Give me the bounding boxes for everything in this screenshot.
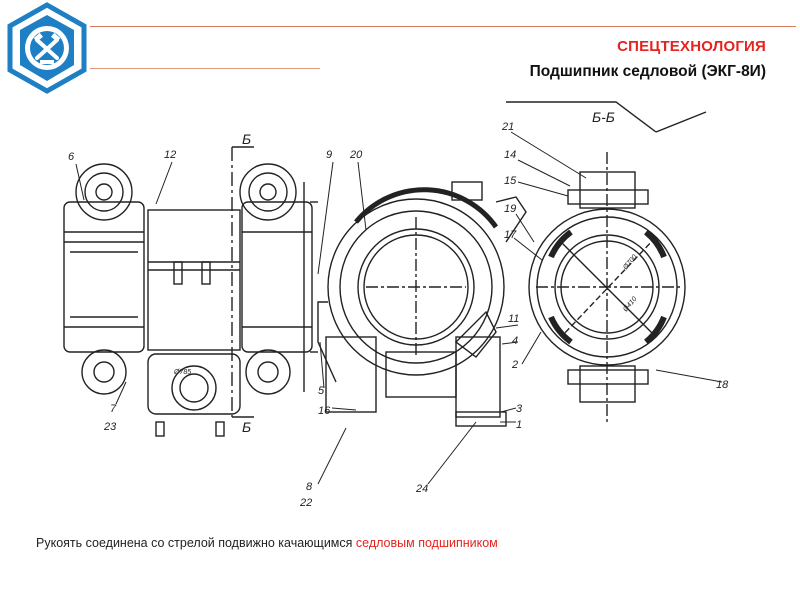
callout-16: 16 <box>318 405 331 417</box>
caption-text: Рукоять соединена со стрелой подвижно ка… <box>36 536 356 550</box>
callout-12: 12 <box>164 149 176 161</box>
callout-6: 6 <box>68 151 75 163</box>
callout-24: 24 <box>415 483 428 495</box>
technical-drawing: 6 12 9 20 21 14 15 19 17 11 4 2 5 16 3 1… <box>63 101 729 509</box>
page-title: Подшипник седловой (ЭКГ-8И) <box>529 63 766 80</box>
cut-label-top: Б <box>242 131 251 147</box>
callout-2: 2 <box>511 359 518 371</box>
callout-19: 19 <box>504 203 516 215</box>
callout-14: 14 <box>504 149 516 161</box>
header-rule-top <box>90 26 796 27</box>
section-label: Б-Б <box>592 109 615 125</box>
callout-11: 11 <box>508 313 519 325</box>
callout-20: 20 <box>349 149 363 161</box>
callout-18: 18 <box>716 379 729 391</box>
callout-5: 5 <box>318 385 325 397</box>
callout-9: 9 <box>326 149 332 161</box>
callout-17: 17 <box>504 229 517 241</box>
callout-15: 15 <box>504 175 517 187</box>
callout-7: 7 <box>110 403 117 415</box>
caption: Рукоять соединена со стрелой подвижно ка… <box>36 536 498 550</box>
cut-label-bottom: Б <box>242 419 251 435</box>
callout-1: 1 <box>516 419 522 431</box>
callout-4: 4 <box>512 335 518 347</box>
university-logo <box>7 2 87 94</box>
header-rule-short <box>90 68 320 69</box>
section-title: СПЕЦТЕХНОЛОГИЯ <box>617 38 766 55</box>
callout-23: 23 <box>103 421 117 433</box>
callout-8: 8 <box>306 481 313 493</box>
caption-highlight: седловым подшипником <box>355 536 498 550</box>
dim-785: Ø785 <box>173 369 191 376</box>
callout-3: 3 <box>516 403 523 415</box>
callout-21: 21 <box>501 121 514 133</box>
dim-700: Ø700 <box>622 254 639 272</box>
callout-22: 22 <box>299 497 312 509</box>
